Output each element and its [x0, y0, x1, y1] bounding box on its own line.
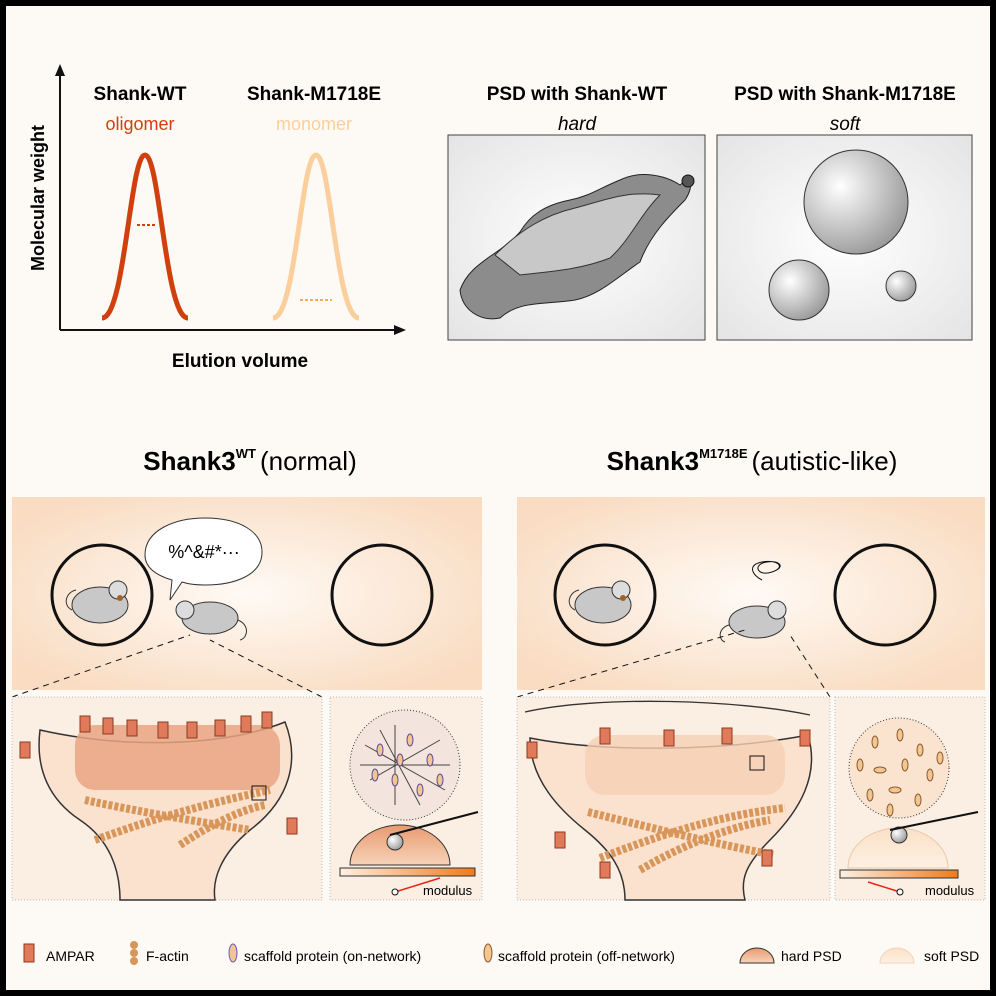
modulus-scale — [339, 867, 476, 877]
psd-wt-title: PSD with Shank-WT — [487, 84, 668, 105]
legend-soft-psd: soft PSD — [924, 948, 979, 964]
modulus-pointer-low — [867, 881, 901, 893]
speech-text: %^&#*··· — [168, 542, 239, 562]
f-actin-filament — [598, 804, 786, 862]
zoom-line — [209, 639, 323, 698]
psd-mutant-property: soft — [830, 114, 861, 135]
scaffold-network — [360, 725, 450, 806]
modulus-pointer-high — [394, 877, 441, 893]
behavior-panel-wt: %^&#*··· — [12, 497, 482, 690]
scaffold-on-network-icon — [228, 943, 238, 963]
afm-mutant: modulus — [834, 696, 986, 901]
diffusion-arrow — [524, 700, 811, 716]
series-mutant-name: Shank-M1718E — [247, 84, 381, 105]
legend: AMPAR F-actin scaffold protein (on-netwo… — [23, 941, 979, 965]
confusion-scribble-icon — [752, 560, 781, 581]
zoom-line — [789, 634, 831, 698]
afm-tip — [890, 826, 908, 844]
f-actin-icon — [130, 941, 138, 965]
empty-cage — [833, 543, 937, 647]
test-mouse-icon — [719, 600, 787, 643]
wt-elution-peak — [100, 152, 190, 321]
legend-ampar: AMPAR — [46, 948, 95, 964]
stranger-mouse-icon — [568, 580, 632, 624]
f-actin-filament — [177, 801, 266, 849]
soft-psd-droplet-large — [803, 149, 909, 255]
afm-tip — [386, 833, 404, 851]
afm-cantilever — [889, 811, 979, 831]
modulus-scale — [839, 869, 959, 879]
psd-images: PSD with Shank-WT hard PSD with Shank-M1… — [447, 84, 973, 341]
mutant-elution-peak — [271, 152, 361, 321]
test-mouse-icon — [175, 600, 247, 641]
synapse-wt — [11, 696, 323, 901]
condition-wt-title: Shank3WT(normal) — [143, 446, 357, 476]
f-actin-filament — [587, 808, 776, 859]
soft-psd-condensate — [585, 735, 785, 795]
series-wt-state: oligomer — [105, 114, 174, 134]
scaffold-off-network — [856, 728, 944, 817]
soft-psd-droplet-medium — [768, 259, 830, 321]
y-axis-label: Molecular weight — [28, 125, 48, 271]
zoom-line — [516, 629, 746, 698]
legend-f-actin: F-actin — [146, 948, 189, 964]
condition-mutant-title: Shank3M1718E(autistic-like) — [607, 446, 898, 476]
ampar-icon — [23, 943, 35, 963]
zoom-line — [11, 634, 191, 698]
psd-wt-property: hard — [558, 114, 597, 135]
ampar-receptors — [526, 727, 811, 879]
legend-scaffold-off: scaffold protein (off-network) — [498, 948, 675, 964]
hard-psd-tip — [681, 174, 695, 188]
series-mutant-state: monomer — [276, 114, 352, 134]
x-axis-label: Elution volume — [172, 351, 308, 372]
cage-with-mouse — [553, 543, 657, 647]
ampar-receptors — [19, 711, 298, 835]
stranger-mouse-icon — [65, 580, 129, 624]
modulus-label: modulus — [925, 883, 975, 898]
psd-mutant-title: PSD with Shank-M1718E — [734, 84, 956, 105]
f-actin-filament — [93, 786, 271, 844]
elution-chart: Molecular weight Elution volume Shank-WT… — [28, 64, 406, 372]
legend-scaffold-on: scaffold protein (on-network) — [244, 948, 421, 964]
speech-bubble — [144, 517, 263, 601]
soft-psd-icon — [879, 947, 915, 964]
empty-cage — [330, 543, 434, 647]
zoom-box — [251, 785, 267, 801]
hard-psd-icon — [739, 947, 775, 964]
f-actin-filament — [637, 816, 771, 874]
behavior-panel-mutant — [517, 497, 985, 690]
cage-with-mouse — [50, 543, 154, 647]
series-wt-name: Shank-WT — [94, 84, 187, 105]
afm-cantilever — [389, 811, 479, 836]
hard-psd-condensate — [75, 725, 280, 790]
zoom-box — [749, 755, 765, 771]
soft-psd-droplet-small — [885, 270, 917, 302]
modulus-label: modulus — [423, 883, 473, 898]
synapse-mutant — [516, 696, 831, 901]
x-axis-arrow-icon — [394, 325, 406, 335]
y-axis-arrow-icon — [55, 64, 65, 76]
legend-hard-psd: hard PSD — [781, 948, 842, 964]
hard-psd-fold — [494, 193, 662, 276]
afm-wt: modulus — [329, 696, 483, 901]
scaffold-off-network-icon — [483, 943, 493, 963]
